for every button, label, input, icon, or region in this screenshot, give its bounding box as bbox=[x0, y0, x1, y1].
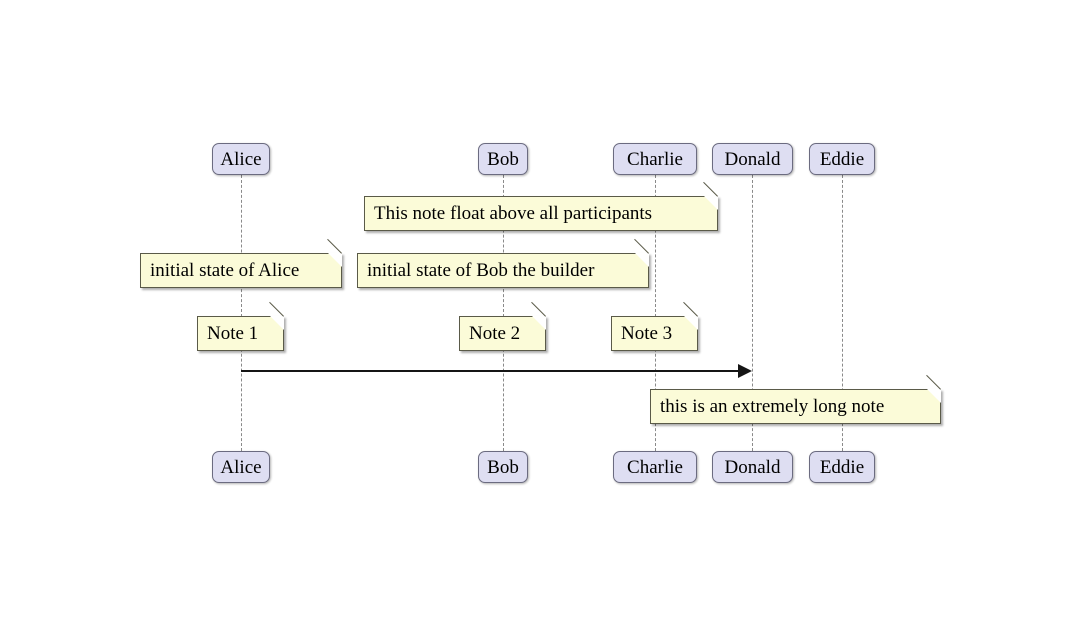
participant-label: Eddie bbox=[819, 148, 865, 170]
note-text: initial state of Bob the builder bbox=[367, 260, 595, 281]
lifeline-alice bbox=[241, 175, 242, 451]
note-text: Note 3 bbox=[621, 323, 673, 344]
participant-footer-bob[interactable]: Bob bbox=[478, 451, 528, 483]
participant-header-bob[interactable]: Bob bbox=[478, 143, 528, 175]
note-3[interactable]: Note 3 bbox=[611, 301, 698, 351]
note-text: Note 2 bbox=[469, 323, 521, 344]
participant-label: Bob bbox=[487, 148, 519, 170]
participant-label: Donald bbox=[724, 456, 781, 478]
participant-label: Charlie bbox=[627, 456, 683, 478]
participant-label: Alice bbox=[220, 456, 262, 478]
participant-header-eddie[interactable]: Eddie bbox=[809, 143, 875, 175]
note-fold-edge-icon bbox=[327, 238, 342, 254]
note-fold-icon bbox=[704, 196, 718, 210]
participant-label: Alice bbox=[220, 148, 262, 170]
participant-label: Donald bbox=[724, 148, 781, 170]
participant-label: Bob bbox=[487, 456, 519, 478]
lifeline-donald bbox=[752, 175, 753, 451]
note-fold-icon bbox=[635, 253, 649, 267]
note-initial-bob[interactable]: initial state of Bob the builder bbox=[357, 238, 649, 288]
participant-header-donald[interactable]: Donald bbox=[712, 143, 793, 175]
participant-label: Eddie bbox=[819, 456, 865, 478]
note-text: this is an extremely long note bbox=[660, 396, 885, 417]
participant-footer-charlie[interactable]: Charlie bbox=[613, 451, 697, 483]
note-text: Note 1 bbox=[207, 323, 259, 344]
participant-footer-donald[interactable]: Donald bbox=[712, 451, 793, 483]
lifeline-bob bbox=[503, 175, 504, 451]
message-line-alice-to-donald[interactable] bbox=[241, 370, 740, 372]
note-fold-icon bbox=[270, 316, 284, 330]
note-2[interactable]: Note 2 bbox=[459, 301, 546, 351]
participant-footer-alice[interactable]: Alice bbox=[212, 451, 270, 483]
note-fold-icon bbox=[328, 253, 342, 267]
note-1[interactable]: Note 1 bbox=[197, 301, 284, 351]
note-fold-edge-icon bbox=[634, 238, 649, 254]
note-fold-edge-icon bbox=[531, 301, 546, 317]
note-fold-edge-icon bbox=[703, 181, 718, 197]
participant-header-charlie[interactable]: Charlie bbox=[613, 143, 697, 175]
lifeline-eddie bbox=[842, 175, 843, 451]
note-text: This note float above all participants bbox=[374, 203, 653, 224]
arrowhead-icon bbox=[738, 364, 752, 378]
lifeline-charlie bbox=[655, 175, 656, 451]
note-fold-icon bbox=[532, 316, 546, 330]
participant-header-alice[interactable]: Alice bbox=[212, 143, 270, 175]
note-float-all[interactable]: This note float above all participants bbox=[364, 181, 718, 231]
note-fold-icon bbox=[684, 316, 698, 330]
note-initial-alice[interactable]: initial state of Alice bbox=[140, 238, 342, 288]
note-fold-edge-icon bbox=[683, 301, 698, 317]
note-fold-icon bbox=[927, 389, 941, 403]
note-fold-edge-icon bbox=[926, 374, 941, 390]
participant-label: Charlie bbox=[627, 148, 683, 170]
participant-footer-eddie[interactable]: Eddie bbox=[809, 451, 875, 483]
note-long[interactable]: this is an extremely long note bbox=[650, 374, 941, 424]
note-fold-edge-icon bbox=[269, 301, 284, 317]
note-text: initial state of Alice bbox=[150, 260, 300, 281]
